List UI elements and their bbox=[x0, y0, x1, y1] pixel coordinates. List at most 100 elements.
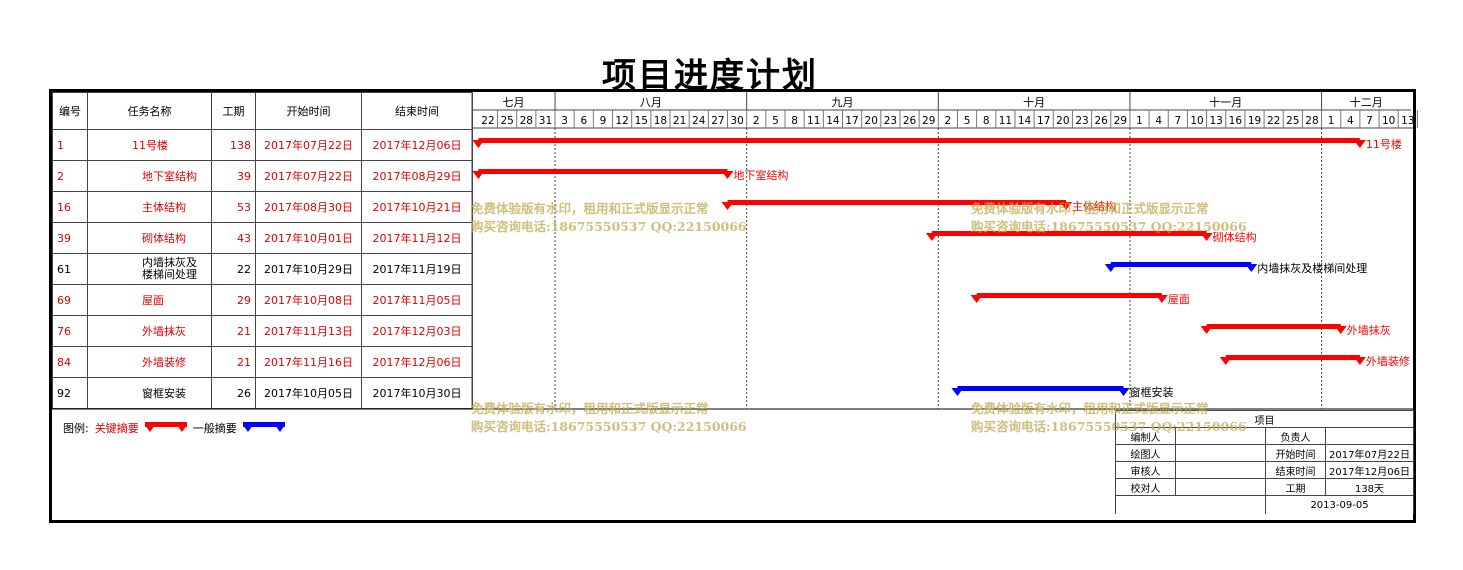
month-label: 七月 bbox=[503, 96, 525, 109]
task-end: 2017年08月29日 bbox=[361, 160, 473, 192]
day-tick-label: 29 bbox=[1114, 115, 1127, 127]
task-name: 11号楼 bbox=[87, 129, 212, 161]
task-name: 内墙抹灰及楼梯间处理 bbox=[87, 253, 212, 285]
task-end: 2017年12月03日 bbox=[361, 315, 473, 347]
task-start: 2017年07月22日 bbox=[255, 129, 362, 161]
day-tick-label: 14 bbox=[826, 115, 840, 127]
table-row[interactable]: 69 屋面 29 2017年10月08日 2017年11月05日 bbox=[52, 284, 473, 316]
header-duration: 工期 bbox=[211, 92, 256, 130]
day-tick-label: 12 bbox=[615, 115, 628, 127]
task-bar-label: 内墙抹灰及楼梯间处理 bbox=[1257, 261, 1367, 275]
day-tick-label: 29 bbox=[922, 115, 935, 127]
info-end-value: 2017年12月06日 bbox=[1325, 461, 1414, 479]
task-name: 外墙抹灰 bbox=[87, 315, 212, 347]
task-bar-start-marker bbox=[472, 140, 485, 148]
day-tick-label: 7 bbox=[1366, 115, 1373, 127]
task-bar-label: 砌体结构 bbox=[1213, 230, 1257, 244]
day-tick-label: 5 bbox=[964, 115, 971, 127]
day-tick-label: 11 bbox=[807, 115, 820, 127]
table-row[interactable]: 84 外墙装修 21 2017年11月16日 2017年12月06日 bbox=[52, 346, 473, 378]
info-owner-value[interactable] bbox=[1325, 427, 1414, 445]
day-tick-label: 17 bbox=[845, 115, 858, 127]
day-tick-label: 30 bbox=[730, 115, 743, 127]
info-owner-label: 负责人 bbox=[1265, 427, 1326, 445]
task-end: 2017年12月06日 bbox=[361, 129, 473, 161]
day-tick-label: 17 bbox=[1037, 115, 1050, 127]
day-tick-label: 8 bbox=[983, 115, 990, 127]
table-row[interactable]: 76 外墙抹灰 21 2017年11月13日 2017年12月03日 bbox=[52, 315, 473, 347]
task-bar-label: 外墙抹灰 bbox=[1347, 323, 1391, 337]
info-start-value: 2017年07月22日 bbox=[1325, 444, 1414, 462]
task-bar-label: 外墙装修 bbox=[1366, 354, 1410, 368]
table-row[interactable]: 92 窗框安装 26 2017年10月05日 2017年10月30日 bbox=[52, 377, 473, 409]
task-bar-start-marker bbox=[1104, 264, 1117, 272]
day-tick-label: 20 bbox=[865, 115, 878, 127]
task-duration: 26 bbox=[211, 377, 256, 409]
task-end: 2017年10月21日 bbox=[361, 191, 473, 223]
day-tick-label: 26 bbox=[903, 115, 917, 127]
day-tick-label: 24 bbox=[692, 115, 706, 127]
task-id: 16 bbox=[52, 191, 88, 223]
task-bar-end-marker bbox=[1060, 202, 1073, 210]
task-start: 2017年10月05日 bbox=[255, 377, 362, 409]
table-row[interactable]: 1 11号楼 138 2017年07月22日 2017年12月06日 bbox=[52, 129, 473, 161]
table-row[interactable]: 16 主体结构 53 2017年08月30日 2017年10月21日 bbox=[52, 191, 473, 223]
legend-normal-swatch bbox=[242, 422, 285, 432]
task-start: 2017年07月22日 bbox=[255, 160, 362, 192]
info-drawer-value[interactable] bbox=[1175, 444, 1266, 462]
day-tick-label: 2 bbox=[945, 115, 952, 127]
day-tick-label: 27 bbox=[711, 115, 724, 127]
day-tick-label: 26 bbox=[1095, 115, 1109, 127]
task-bar-start-marker bbox=[925, 233, 938, 241]
task-id: 84 bbox=[52, 346, 88, 378]
task-bar-start-marker bbox=[721, 202, 734, 210]
day-tick-label: 13 bbox=[1401, 115, 1414, 127]
task-bar-label: 11号楼 bbox=[1366, 137, 1402, 151]
info-editor-value[interactable] bbox=[1175, 427, 1266, 445]
task-bar-end-marker bbox=[1200, 233, 1213, 241]
legend-critical-swatch bbox=[144, 422, 187, 432]
task-start: 2017年10月08日 bbox=[255, 284, 362, 316]
day-tick-label: 1 bbox=[1328, 115, 1335, 127]
day-tick-label: 6 bbox=[580, 115, 587, 127]
legend-title: 图例: bbox=[63, 422, 89, 435]
day-tick-label: 28 bbox=[520, 115, 533, 127]
info-drawer-label: 绘图人 bbox=[1115, 444, 1176, 462]
info-reviewer-label: 审核人 bbox=[1115, 461, 1176, 479]
day-tick-label: 19 bbox=[1248, 115, 1261, 127]
month-label: 十月 bbox=[1023, 95, 1045, 109]
task-bar bbox=[957, 386, 1124, 391]
info-reviewer-value[interactable] bbox=[1175, 461, 1266, 479]
task-duration: 22 bbox=[211, 253, 256, 285]
task-end: 2017年12月06日 bbox=[361, 346, 473, 378]
task-start: 2017年08月30日 bbox=[255, 191, 362, 223]
info-editor-label: 编制人 bbox=[1115, 427, 1176, 445]
task-bar-end-marker bbox=[1155, 295, 1168, 303]
task-name: 地下室结构 bbox=[87, 160, 212, 192]
task-name: 主体结构 bbox=[87, 191, 212, 223]
month-label: 十一月 bbox=[1209, 95, 1242, 109]
task-bar-end-marker bbox=[1334, 326, 1347, 334]
task-start: 2017年10月29日 bbox=[255, 253, 362, 285]
day-tick-label: 23 bbox=[884, 115, 897, 127]
info-date: 2013-09-05 bbox=[1265, 495, 1414, 514]
task-bar bbox=[478, 138, 1360, 143]
task-bar-end-marker bbox=[1117, 388, 1130, 396]
month-label: 八月 bbox=[640, 96, 662, 109]
day-tick-label: 4 bbox=[1155, 115, 1162, 127]
info-duration-value: 138天 bbox=[1325, 478, 1414, 496]
task-id: 92 bbox=[52, 377, 88, 409]
day-tick-label: 21 bbox=[673, 115, 686, 127]
info-title: 项目 bbox=[1115, 410, 1414, 428]
task-bar bbox=[1225, 355, 1360, 360]
table-row[interactable]: 39 砌体结构 43 2017年10月01日 2017年11月12日 bbox=[52, 222, 473, 254]
info-end-label: 结束时间 bbox=[1265, 461, 1326, 479]
day-tick-label: 13 bbox=[1209, 115, 1222, 127]
task-bar-label: 地下室结构 bbox=[734, 168, 789, 182]
task-name: 外墙装修 bbox=[87, 346, 212, 378]
day-tick-label: 3 bbox=[561, 115, 568, 127]
task-id: 1 bbox=[52, 129, 88, 161]
task-end: 2017年10月30日 bbox=[361, 377, 473, 409]
legend: 图例: 关键摘要 一般摘要 bbox=[63, 420, 285, 436]
info-checker-value[interactable] bbox=[1175, 478, 1266, 496]
